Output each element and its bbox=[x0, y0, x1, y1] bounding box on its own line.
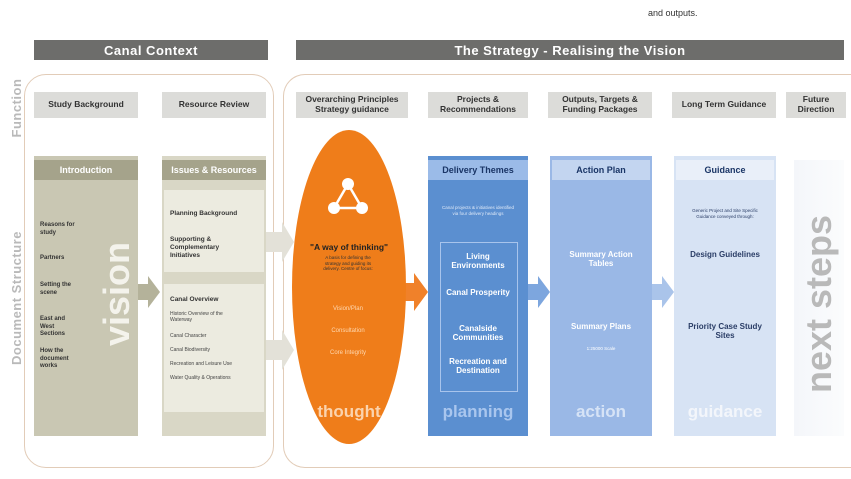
header-resource-review: Resource Review bbox=[162, 92, 266, 118]
thinking-item-vision: Vision/Plan bbox=[333, 306, 363, 312]
guidance-word: guidance bbox=[687, 402, 763, 421]
intro-item-sections: East and West Sections bbox=[40, 316, 66, 337]
issues-box-upper bbox=[164, 190, 264, 272]
issues-title: Issues & Resources bbox=[162, 160, 266, 180]
triangle-network-icon bbox=[328, 178, 368, 214]
strategy-bar: The Strategy - Realising the Vision bbox=[296, 40, 844, 60]
guidance-column bbox=[674, 156, 776, 436]
overview-item-historic: Historic Overview of the Waterway bbox=[170, 311, 223, 324]
action-column bbox=[550, 156, 652, 436]
arrow-resource-to-thinking-lower bbox=[266, 330, 294, 370]
arrow-delivery-to-action bbox=[528, 276, 550, 308]
header-future-direction: Future Direction bbox=[786, 92, 846, 118]
thinking-item-integrity: Core Integrity bbox=[329, 350, 366, 356]
thinking-quote: "A way of thinking" bbox=[309, 242, 389, 252]
action-item-tables: Summary Action Tables bbox=[569, 250, 633, 268]
planning-word: planning bbox=[442, 402, 514, 421]
arrow-action-to-guidance bbox=[652, 276, 674, 308]
header-outputs-targets: Outputs, Targets & Funding Packages bbox=[548, 92, 652, 118]
header-long-term-guidance: Long Term Guidance bbox=[672, 92, 776, 118]
delivery-sub: Canal projects & initiatives identified … bbox=[441, 205, 515, 216]
issues-item-planning: Planning Background bbox=[170, 210, 238, 217]
overview-item-character: Canal Character bbox=[170, 333, 207, 339]
canal-context-bar: Canal Context bbox=[34, 40, 268, 60]
vision-word: vision bbox=[96, 241, 137, 347]
guidance-title: Guidance bbox=[676, 160, 774, 180]
delivery-title: Delivery Themes bbox=[428, 160, 528, 180]
action-title: Action Plan bbox=[552, 160, 650, 180]
action-item-plans: Summary Plans bbox=[570, 322, 632, 331]
thought-word: thought bbox=[317, 402, 381, 421]
header-projects-recommendations: Projects & Recommendations bbox=[428, 92, 528, 118]
guidance-sub: Generic Project and Site Specific Guidan… bbox=[692, 208, 758, 219]
delivery-themes-box bbox=[440, 242, 518, 392]
next-steps-word: next steps bbox=[798, 214, 839, 394]
theme-communities: Canalside Communities bbox=[452, 324, 504, 342]
guidance-item-priority: Priority Case Study Sites bbox=[688, 322, 762, 340]
delivery-column bbox=[428, 156, 528, 436]
theme-recreation: Recreation and Destination bbox=[449, 357, 507, 375]
issues-box-lower bbox=[164, 284, 264, 412]
thinking-item-consultation: Consultation bbox=[331, 328, 365, 334]
introduction-title: Introduction bbox=[34, 160, 138, 180]
intro-item-reasons: Reasons for study bbox=[40, 222, 75, 236]
issues-item-supporting: Supporting & Complementary Initiatives bbox=[170, 236, 220, 260]
introduction-column bbox=[34, 156, 138, 436]
guidance-item-design: Design Guidelines bbox=[690, 250, 760, 259]
thinking-sub: A basis for defining the strategy and gu… bbox=[323, 255, 373, 272]
overview-item-water: Water Quality & Operations bbox=[170, 375, 231, 381]
canal-overview-title: Canal Overview bbox=[170, 296, 219, 303]
arrow-intro-to-issues bbox=[138, 276, 160, 308]
action-item-plans-scale: 1:25000 Scale bbox=[586, 346, 616, 351]
overview-item-recreation: Recreation and Leisure Use bbox=[170, 361, 232, 367]
action-word: action bbox=[575, 402, 627, 421]
header-overarching-principles: Overarching Principles Strategy guidance bbox=[296, 92, 408, 118]
intro-item-how: How the document works bbox=[40, 348, 69, 369]
top-note: and outputs. bbox=[648, 8, 698, 18]
arrow-resource-to-thinking-upper bbox=[266, 222, 294, 262]
theme-prosperity: Canal Prosperity bbox=[446, 288, 510, 297]
next-steps-column bbox=[794, 160, 844, 436]
arrow-thinking-to-delivery bbox=[404, 273, 428, 311]
overview-item-biodiversity: Canal Biodiversity bbox=[170, 347, 211, 353]
theme-living: Living Environments bbox=[451, 252, 505, 270]
header-study-background: Study Background bbox=[34, 92, 138, 118]
intro-item-partners: Partners bbox=[40, 255, 65, 261]
intro-item-setting: Setting the scene bbox=[40, 282, 71, 296]
